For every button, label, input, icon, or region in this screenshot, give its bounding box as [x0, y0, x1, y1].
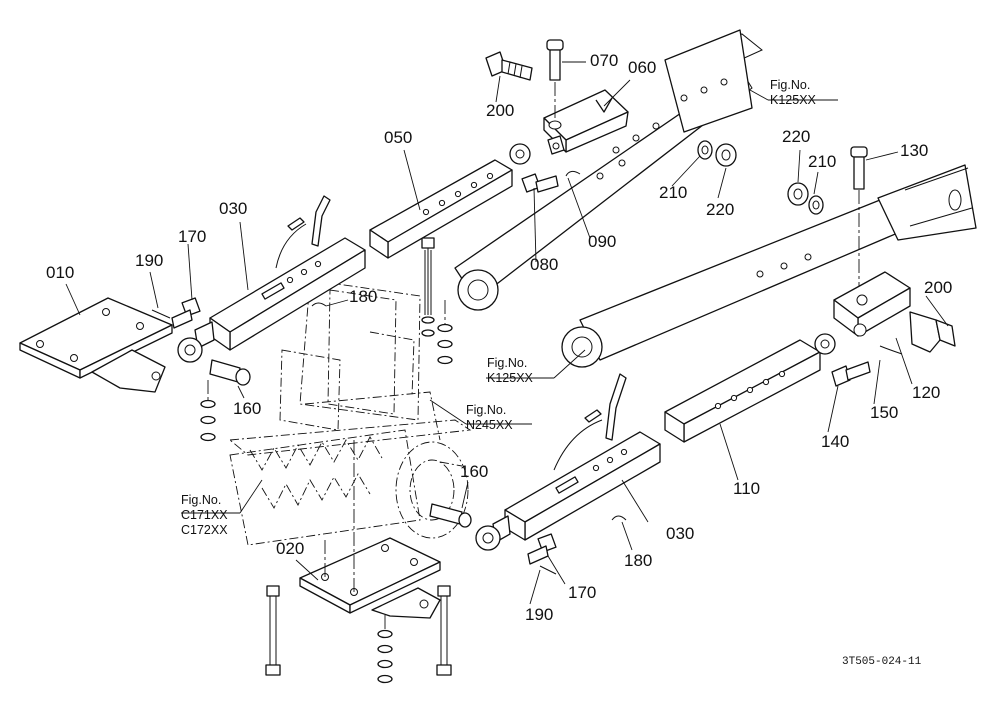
gearbox-frame — [228, 279, 472, 456]
figure-references: Fig.No.K125XX Fig.No.K125XX Fig.No.N245XX F… — [181, 78, 817, 537]
part-label-p210a: 210 — [659, 183, 687, 202]
drawing-code: 3T505-024-11 — [842, 656, 922, 668]
part-label-p160b: 160 — [460, 462, 488, 481]
part-label-p170a: 170 — [178, 227, 206, 246]
tiller-rotor — [229, 429, 469, 546]
stabilizer-left — [177, 143, 531, 363]
part-label-p030b: 030 — [666, 524, 694, 543]
part-label-p020: 020 — [276, 539, 304, 558]
figure-ref-fig-k125-top: Fig.No.K125XX — [770, 78, 817, 107]
washers-upper — [697, 140, 824, 215]
part-label-p110: 110 — [733, 479, 760, 498]
small-pins — [151, 297, 627, 575]
pin-160 — [209, 359, 472, 528]
bracket-010 — [19, 297, 173, 393]
part-label-p010: 010 — [46, 263, 74, 282]
part-label-p170b: 170 — [568, 583, 596, 602]
part-label-p050: 050 — [384, 128, 412, 147]
part-label-p180b: 180 — [624, 551, 652, 570]
part-label-p070: 070 — [590, 51, 618, 70]
pin-080 — [521, 170, 581, 193]
figure-ref-fig-k125-mid: Fig.No.K125XX — [487, 356, 534, 385]
part-label-p220a: 220 — [706, 200, 734, 219]
part-labels: 010 020 030 030 050 060 070 080 090 110 120 130 140 1… — [46, 51, 952, 624]
part-label-p190b: 190 — [525, 605, 553, 624]
part-label-p210b: 210 — [808, 152, 836, 171]
part-label-p200b: 200 — [924, 278, 952, 297]
part-label-p120: 120 — [912, 383, 940, 402]
part-label-p030a: 030 — [219, 199, 247, 218]
part-label-p190a: 190 — [135, 251, 163, 270]
part-label-p060: 060 — [628, 58, 656, 77]
part-label-p150: 150 — [870, 403, 898, 422]
lower-link-arm-right — [561, 164, 977, 368]
lower-link-arm-left — [454, 29, 763, 311]
part-label-p220b: 220 — [782, 127, 810, 146]
part-label-p140: 140 — [821, 432, 849, 451]
part-label-p200a: 200 — [486, 101, 514, 120]
part-label-p080: 080 — [530, 255, 558, 274]
part-label-p090: 090 — [588, 232, 616, 251]
leader-lines — [65, 61, 949, 605]
clevis-120 — [831, 146, 956, 387]
mounting-bolts — [200, 237, 453, 684]
part-label-p180a: 180 — [349, 287, 377, 306]
stabilizer-right — [475, 333, 836, 551]
part-label-p130: 130 — [900, 141, 928, 160]
figure-ref-fig-n245: Fig.No.N245XX — [466, 403, 513, 432]
bracket-020 — [299, 537, 441, 619]
part-label-p160a: 160 — [233, 399, 261, 418]
